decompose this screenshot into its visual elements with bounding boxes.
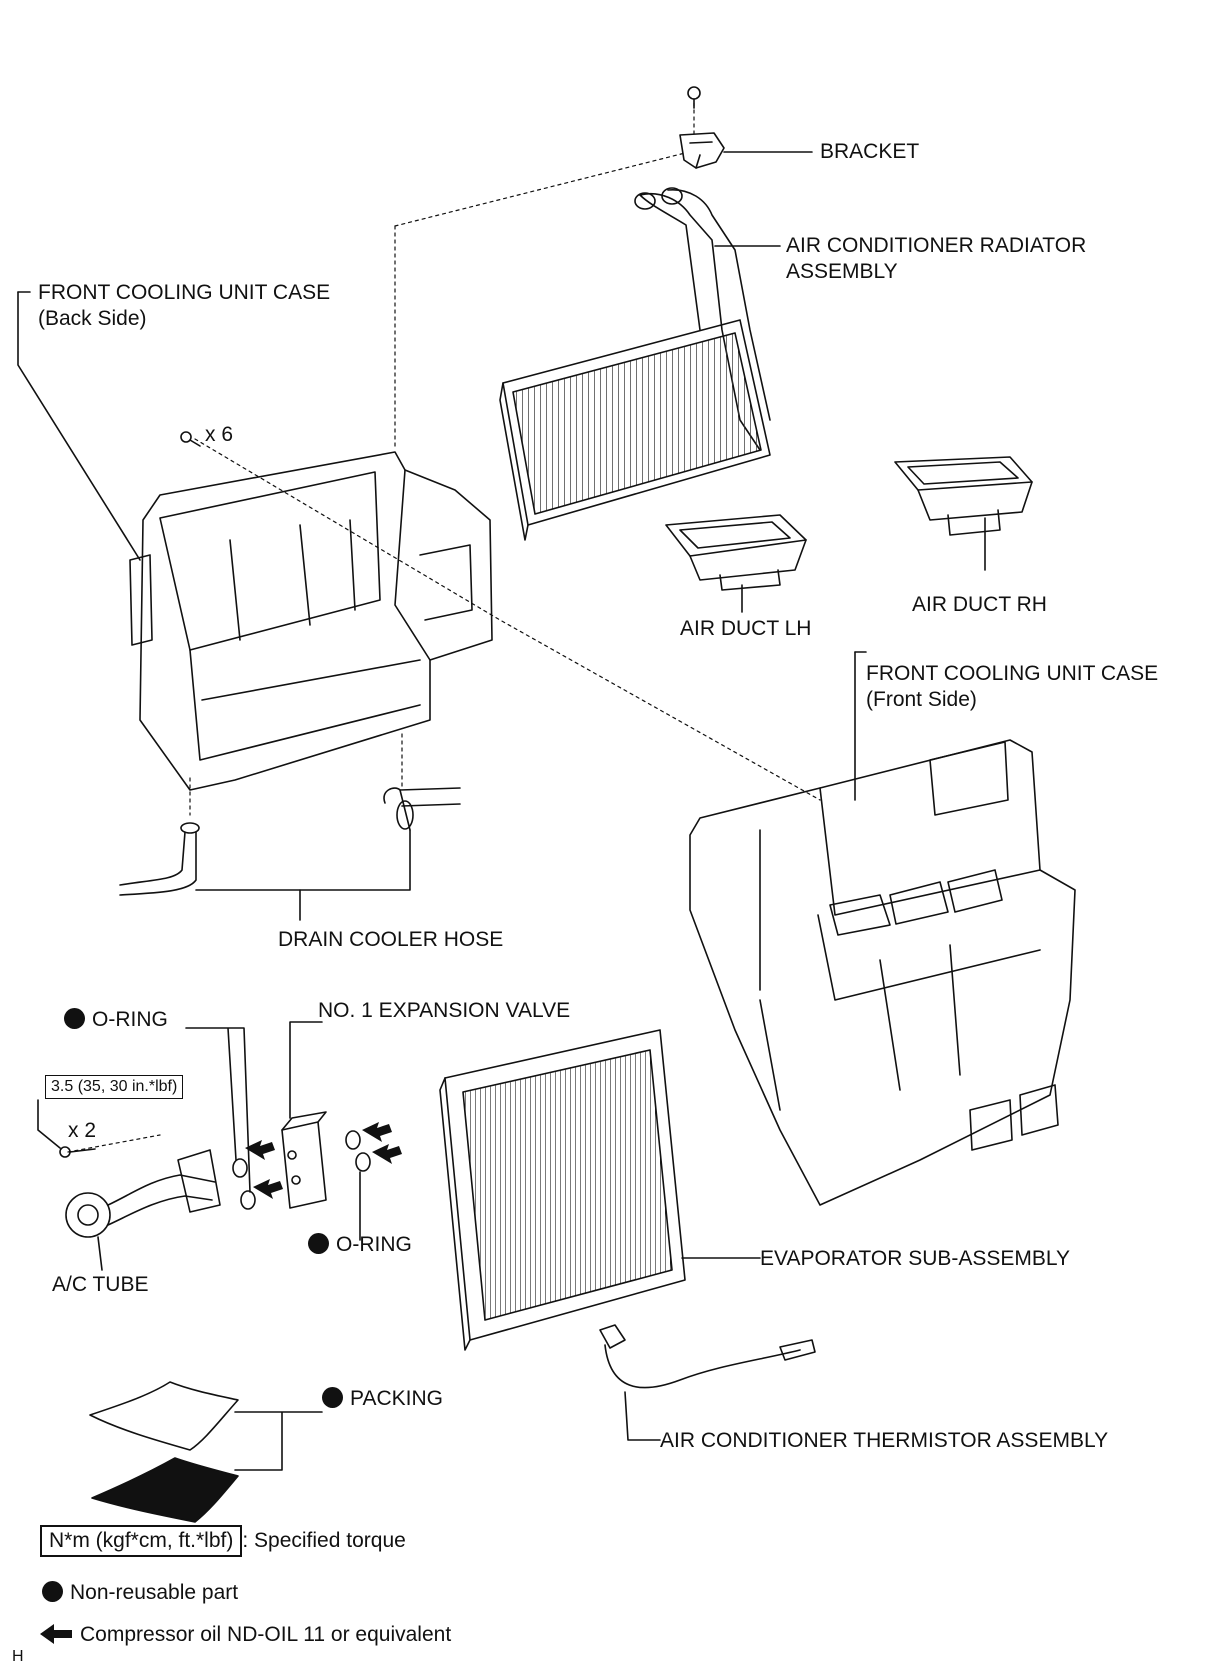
alignment-lines: [67, 102, 821, 1153]
drain-cooler-hose-part: [119, 787, 461, 896]
non-reusable-dot-icon: [308, 1233, 329, 1254]
label-radiator-line2: ASSEMBLY: [786, 260, 898, 283]
compressor-oil-arrow-icons: [245, 1122, 402, 1199]
label-case-front-line1: FRONT COOLING UNIT CASE: [866, 662, 1159, 685]
leader-drain: [195, 829, 411, 891]
leader-expansion-valve: [289, 1021, 323, 1119]
compressor-oil-arrow-icon: [40, 1624, 72, 1644]
non-reusable-dot-icon: [322, 1387, 343, 1408]
legend-oil: Compressor oil ND-OIL 11 or equivalent: [40, 1622, 451, 1648]
leader-case-back: [17, 291, 141, 561]
label-bracket: BRACKET: [820, 140, 920, 163]
label-screw-count-6: x 6: [205, 423, 234, 446]
label-packing-text: PACKING: [350, 1387, 443, 1410]
label-radiator-line1: AIR CONDITIONER RADIATOR: [786, 234, 1087, 257]
label-duct-lh: AIR DUCT LH: [680, 617, 812, 640]
leader-packing: [234, 1411, 323, 1471]
label-case-back-line1: FRONT COOLING UNIT CASE: [38, 281, 331, 304]
leader-thermistor: [624, 1391, 661, 1441]
leader-ac-tube: [97, 1236, 103, 1271]
label-drain-hose: DRAIN COOLER HOSE: [278, 928, 504, 951]
evaporator-sub-assembly-part: [439, 1029, 686, 1351]
front-cooling-unit-case-back-part: [129, 451, 493, 791]
screw-x6-icon: [180, 431, 201, 447]
label-case-front: FRONT COOLING UNIT CASE (Front Side): [866, 661, 1158, 713]
label-expansion-valve: NO. 1 EXPANSION VALVE: [318, 999, 571, 1022]
screw-icon: [687, 86, 701, 109]
legend-torque-text: : Specified torque: [242, 1529, 406, 1552]
front-cooling-unit-case-front-part: [689, 739, 1076, 1206]
non-reusable-dot-icon: [42, 1581, 63, 1602]
corner-mark: H: [12, 1648, 24, 1665]
label-packing: PACKING: [322, 1386, 443, 1412]
label-evaporator: EVAPORATOR SUB-ASSEMBLY: [760, 1247, 1071, 1270]
expansion-valve-part: [281, 1111, 327, 1209]
thermistor-part: [599, 1324, 816, 1389]
label-o-ring-left: O-RING: [64, 1007, 168, 1033]
legend-nonreusable-text: Non-reusable part: [70, 1581, 239, 1604]
o-ring-left-part: [232, 1158, 256, 1210]
label-o-ring-right: O-RING: [308, 1232, 412, 1258]
label-ac-tube: A/C TUBE: [52, 1273, 149, 1296]
air-duct-lh-part: [665, 514, 807, 591]
legend-torque: N*m (kgf*cm, ft.*lbf): Specified torque: [40, 1525, 406, 1557]
label-duct-rh: AIR DUCT RH: [912, 593, 1047, 616]
label-torque-value: 3.5 (35, 30 in.*lbf): [45, 1072, 184, 1099]
label-radiator: AIR CONDITIONER RADIATOR ASSEMBLY: [786, 233, 1086, 285]
packing-part: [89, 1381, 239, 1523]
bracket-part: [679, 132, 725, 169]
air-conditioner-radiator-part: [499, 187, 771, 541]
legend-oil-text: Compressor oil ND-OIL 11 or equivalent: [80, 1623, 452, 1646]
o-ring-right-part: [345, 1130, 371, 1172]
label-case-front-line2: (Front Side): [866, 688, 977, 711]
torque-screw-icon: [59, 1146, 96, 1158]
label-o-ring-left-text: O-RING: [92, 1008, 168, 1031]
leader-torque: [37, 1099, 61, 1149]
non-reusable-dot-icon: [64, 1008, 85, 1029]
torque-value-box: 3.5 (35, 30 in.*lbf): [45, 1075, 184, 1099]
leader-o-ring-left: [185, 1027, 251, 1193]
label-case-back: FRONT COOLING UNIT CASE (Back Side): [38, 280, 330, 332]
label-case-back-line2: (Back Side): [38, 307, 147, 330]
label-thermistor: AIR CONDITIONER THERMISTOR ASSEMBLY: [660, 1429, 1109, 1452]
ac-tube-part: [65, 1149, 221, 1238]
label-screw-count-2: x 2: [68, 1119, 97, 1142]
label-o-ring-right-text: O-RING: [336, 1233, 412, 1256]
legend-torque-unit: N*m (kgf*cm, ft.*lbf): [40, 1525, 243, 1557]
air-duct-rh-part: [894, 456, 1033, 536]
legend-nonreusable: Non-reusable part: [42, 1580, 238, 1606]
